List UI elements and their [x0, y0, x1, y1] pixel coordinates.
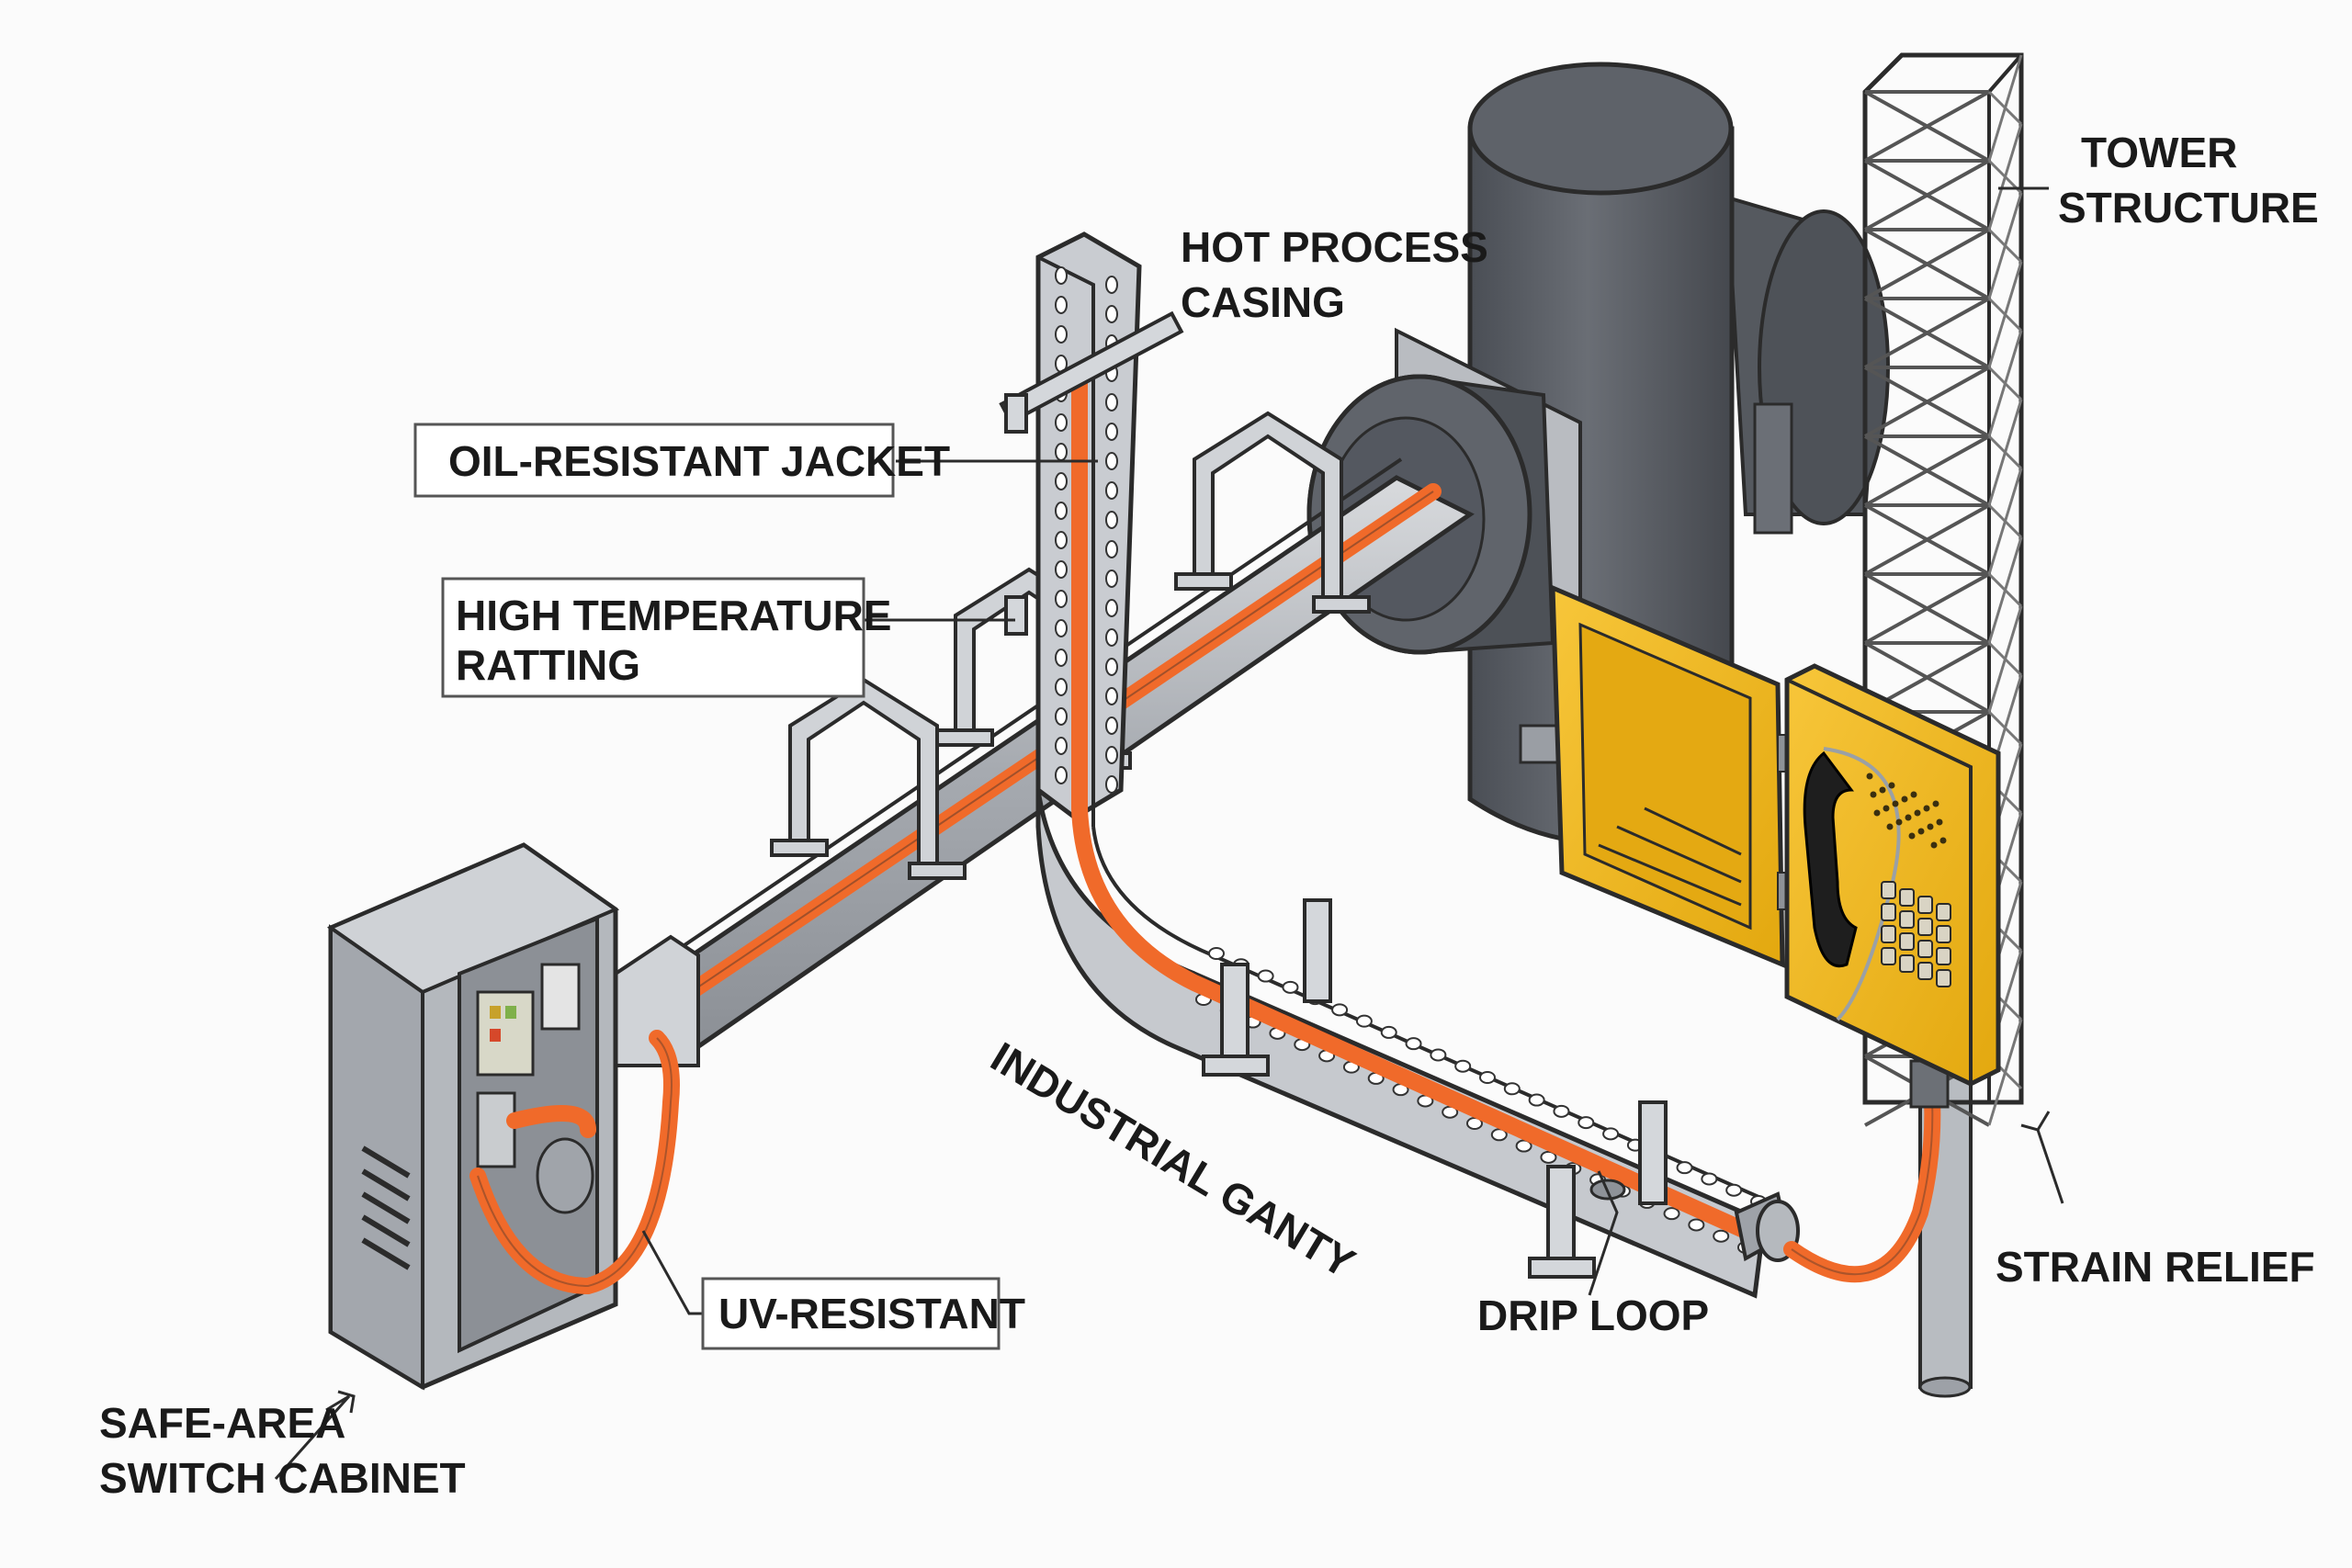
label-safe-area-switch-cabinet-line2: SWITCH CABINET [99, 1454, 466, 1502]
label-tower-structure-line1: TOWER [2081, 129, 2237, 176]
callout-leaders [274, 186, 2064, 1480]
label-boxes [413, 423, 1001, 1350]
box-oil-resistant-jacket [413, 423, 895, 498]
drip-loop-cable [1589, 1057, 1950, 1283]
main-cable-tray [593, 411, 1475, 1068]
speaker-grille-icon [1866, 773, 1947, 849]
label-uv-resistant: UV-RESISTANT [718, 1290, 1025, 1337]
label-safe-area-switch-cabinet-line1: SAFE-AREA [99, 1399, 345, 1447]
label-oil-resistant-jacket: OIL-RESISTANT JACKET [448, 437, 950, 485]
box-high-temperature-rating [441, 577, 865, 698]
box-uv-resistant [701, 1277, 1001, 1350]
label-drip-loop: DRIP LOOP [1477, 1292, 1709, 1339]
louver-vent-icon [361, 1145, 411, 1270]
label-high-temperature-rating-line2: RATTING [456, 641, 640, 689]
industrial-gantry [999, 231, 1800, 1299]
safe-area-switch-cabinet [326, 842, 680, 1391]
telephone-enclosure [1550, 584, 2001, 1087]
keypad-icon [1881, 881, 1951, 987]
label-hot-process-casing-line1: HOT PROCESS [1181, 223, 1488, 271]
label-high-temperature-rating-line1: HIGH TEMPERATURE [456, 592, 892, 639]
label-hot-process-casing-line2: CASING [1181, 278, 1345, 326]
label-tower-structure-line2: STRUCTURE [2058, 184, 2319, 231]
label-strain-relief: STRAIN RELIEF [1996, 1243, 2315, 1291]
